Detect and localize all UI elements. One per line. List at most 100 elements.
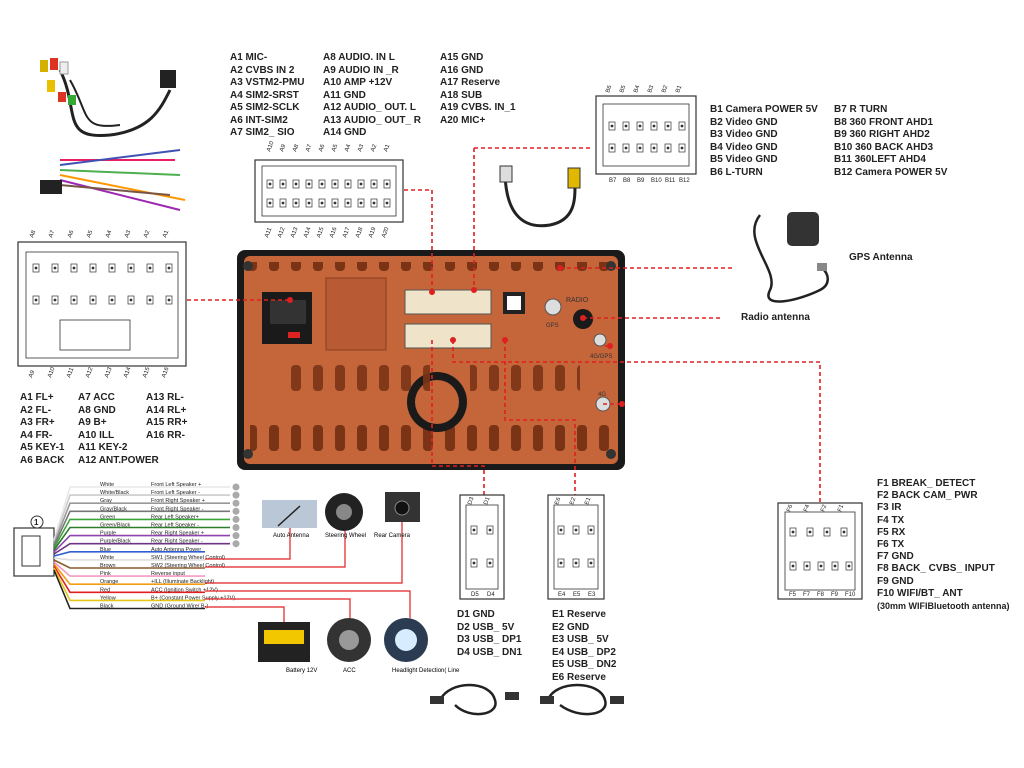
- pin-dot: [268, 182, 272, 186]
- pin-socket: [840, 527, 848, 537]
- left-connector-list-col2: A7 ACC A8 GND A9 B+ A10 ILL A11 KEY-2 A1…: [78, 392, 159, 467]
- gps-antenna-image: [753, 212, 829, 303]
- pin-label: E6 Reserve: [552, 671, 606, 683]
- pin-number: A17: [342, 226, 352, 239]
- pin-dot: [559, 528, 563, 532]
- pin-dot: [359, 182, 363, 186]
- pin-socket: [89, 263, 97, 273]
- pin-number: F2: [820, 503, 828, 512]
- head-unit-back: [237, 250, 625, 470]
- harness-wire: [53, 510, 230, 547]
- cable-harness-image: [40, 58, 186, 211]
- pin-socket: [292, 179, 300, 189]
- wire-function-label: B+ (Constant Power Supply +12V): [151, 595, 235, 601]
- wire-function-label: +ILL (Illuminate Backlight): [151, 579, 214, 585]
- harness-wire: [53, 559, 205, 569]
- pin-socket: [344, 179, 352, 189]
- wire-color-label: Gray/Black: [100, 506, 127, 512]
- pin-label: A11 KEY-2: [78, 442, 128, 453]
- pin-dot: [819, 564, 823, 568]
- wire-function-label: ACC (Ignition Switch +12V): [151, 587, 218, 593]
- pin-number: D1: [483, 496, 491, 506]
- pin-number: A13: [290, 226, 300, 239]
- wire-color-label: Brown: [100, 563, 116, 569]
- pin-number: A18: [355, 226, 365, 239]
- pin-label: A10 AMP +12V: [323, 77, 393, 88]
- pin-number: A4: [344, 143, 352, 153]
- pin-label: A1 FL+: [20, 392, 54, 403]
- pin-socket: [108, 295, 116, 305]
- pin-number: A4: [105, 229, 113, 239]
- pin-label: F8 BACK_ CVBS_ INPUT: [877, 563, 995, 575]
- pin-dot: [808, 530, 812, 534]
- wire-color-label: Black: [100, 604, 114, 610]
- acc-image: [327, 618, 371, 662]
- pin-dot: [110, 298, 114, 302]
- pin-label: A15 GND: [440, 52, 484, 63]
- pin-label: A18 SUB: [440, 89, 483, 101]
- wire-function-label: Front Left Speaker -: [151, 490, 200, 496]
- pin-dot: [624, 124, 628, 128]
- pin-number: A9: [28, 369, 36, 379]
- connector-a-top: [254, 159, 404, 223]
- gps-antenna-label: GPS Antenna: [849, 252, 913, 263]
- connector-f: [777, 502, 863, 600]
- pin-number: E3: [588, 592, 596, 598]
- pin-socket: [51, 263, 59, 273]
- connector-b: [595, 95, 697, 175]
- pin-socket: [383, 179, 391, 189]
- wire-color-label: Pink: [100, 571, 111, 577]
- pin-number: B7: [609, 178, 617, 184]
- harness-wire: [53, 534, 230, 553]
- pin-dot: [346, 201, 350, 205]
- pin-label: A8 AUDIO. IN L: [323, 52, 395, 63]
- speaker-plug: [232, 524, 240, 531]
- pin-label: F7 GND: [877, 551, 914, 563]
- pin-number: E5: [573, 592, 581, 598]
- pin-label: A19 CVBS. IN_1: [440, 102, 516, 113]
- pin-socket: [146, 295, 154, 305]
- pin-socket: [108, 263, 116, 273]
- steering-wheel-label: Steering Wheel: [325, 533, 366, 539]
- pin-number: B3: [647, 84, 655, 94]
- pin-label: A16 GND: [440, 64, 484, 76]
- pin-number: F7: [803, 592, 811, 598]
- pin-label: A6 INT-SIM2: [230, 114, 288, 126]
- harness-wire: [53, 567, 205, 602]
- pin-socket: [318, 179, 326, 189]
- speaker-plug: [232, 499, 240, 507]
- pin-number: A1: [162, 229, 170, 239]
- connector-d: [459, 494, 505, 600]
- pin-label: B10 360 BACK AHD3: [834, 141, 934, 153]
- pin-dot: [842, 530, 846, 534]
- pin-number: E4: [558, 592, 566, 598]
- pin-dot: [346, 182, 350, 186]
- pin-label: F5 RX: [877, 526, 906, 538]
- pin-label: B8 360 FRONT AHD1: [834, 116, 934, 128]
- pin-number: A14: [123, 366, 133, 379]
- pin-socket: [305, 198, 313, 208]
- pin-number: A3: [124, 229, 132, 239]
- pin-label: A16 RR-: [146, 429, 185, 441]
- pin-label: A4 FR-: [20, 429, 53, 441]
- pin-socket: [279, 198, 287, 208]
- harness-wire: [53, 518, 230, 549]
- pin-number: E2: [569, 496, 577, 506]
- pin-label: B11 360LEFT AHD4: [834, 154, 926, 165]
- pin-socket: [279, 179, 287, 189]
- pin-socket: [32, 295, 40, 305]
- pin-number: B2: [661, 84, 669, 94]
- pin-dot: [574, 528, 578, 532]
- pin-label: F3 IR: [877, 502, 902, 514]
- pin-dot: [610, 124, 614, 128]
- pin-dot: [638, 124, 642, 128]
- pin-number: A20: [381, 226, 391, 239]
- harness-wire: [53, 526, 230, 551]
- pin-socket: [357, 198, 365, 208]
- connector-a-list-col3: A15 GND A16 GND A17 Reserve A18 SUB A19 …: [440, 52, 516, 127]
- pin-dot: [307, 201, 311, 205]
- wire-color-label: Yellow: [100, 595, 116, 601]
- pin-number: F8: [817, 592, 825, 598]
- pin-label: A2 FL-: [20, 404, 52, 416]
